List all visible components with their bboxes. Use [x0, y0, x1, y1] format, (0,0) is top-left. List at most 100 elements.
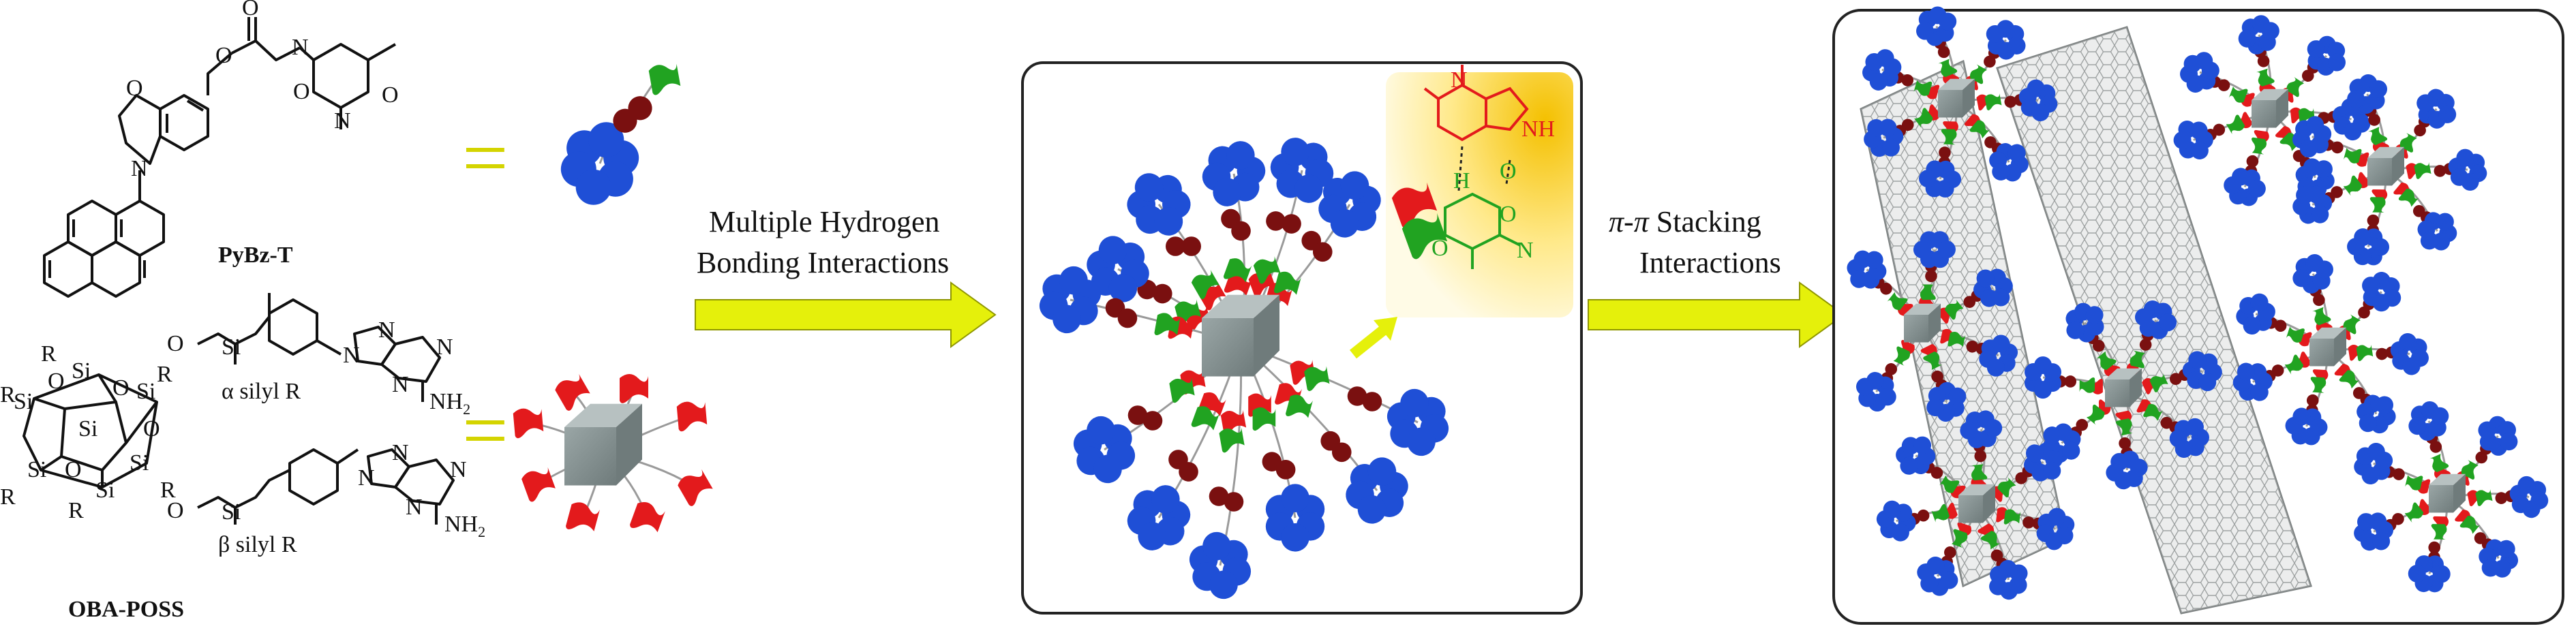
pyrene-lobe — [1209, 570, 1238, 600]
thymine-flag-shape — [2252, 137, 2267, 155]
pyrene-lobe — [1226, 141, 1255, 170]
cube-side — [1928, 303, 1941, 343]
benzoxazine-lobe — [2139, 339, 2152, 351]
thymine-flag-shape — [2284, 354, 2304, 375]
pyrene-lobe — [2314, 160, 2333, 178]
pyrene-glyph — [1926, 382, 1967, 422]
thymine-flag — [1169, 377, 1195, 403]
poss-cube — [2367, 146, 2404, 186]
pyrene-lobe — [2383, 289, 2401, 307]
benzoxazine-glyph — [1320, 431, 1352, 463]
thymine-flag-shape — [1913, 80, 1933, 96]
pyrene-glyph — [2362, 272, 2401, 312]
adenine-flag — [1224, 272, 1253, 296]
thymine-flag-shape — [1931, 503, 1950, 523]
pyrene-lobe — [1913, 436, 1932, 454]
pyrene-glyph — [1265, 484, 1325, 552]
pyrene-lobe — [2500, 433, 2518, 451]
pyrene-lobe — [2106, 463, 2124, 482]
pyrene-lobe — [1367, 457, 1397, 486]
benzoxazine-lobe — [2331, 141, 2344, 154]
thymine-flag — [1914, 108, 1933, 128]
thymine-flag — [1931, 503, 1950, 523]
benzoxazine-lobe — [2367, 214, 2380, 227]
pyrene-lobe — [1948, 387, 1967, 405]
thymine-flag — [1920, 284, 1936, 300]
pyrene-lobe — [2309, 418, 2328, 437]
pyrene-lobe — [2362, 277, 2380, 295]
thymine-flag-shape — [2086, 404, 2105, 425]
pyrene-lobe — [2195, 52, 2213, 70]
benzoxazine-lobe — [2495, 492, 2508, 504]
thymine-flag — [2405, 475, 2423, 491]
benzoxazine-glyph — [1266, 211, 1301, 234]
pyrene-glyph — [2307, 35, 2346, 76]
pi-stacking-arrow — [1588, 281, 1845, 348]
thymine-flag — [2286, 76, 2305, 97]
n-atom: N — [436, 335, 453, 360]
adenine-flag — [521, 467, 556, 502]
adenine-flag — [1248, 270, 1276, 298]
thymine-flag — [1939, 475, 1960, 493]
pyrene-glyph — [2416, 89, 2457, 129]
pyrene-lobe — [2243, 317, 2261, 335]
thymine-flag-shape — [2459, 516, 2481, 534]
n-atom: N — [343, 343, 360, 368]
thymine-flag — [2369, 197, 2386, 213]
pyrene-glyph — [2232, 362, 2273, 401]
pyrene-lobe — [2478, 421, 2496, 439]
cube-side — [616, 403, 642, 486]
thymine-flag — [1945, 299, 1964, 320]
pyrene-lobe — [2045, 532, 2063, 550]
pyrene-lobe — [2372, 238, 2390, 256]
thymine-flag-shape — [1223, 258, 1252, 283]
benzoxazine-lobe — [1966, 340, 1979, 353]
pyrene-lobe — [1202, 531, 1231, 561]
poss-cube — [2105, 368, 2142, 407]
pyrene-lobe — [1855, 377, 1874, 396]
adenine-flag-shape — [620, 374, 648, 403]
thymine-flag — [2115, 418, 2133, 436]
pyrene-glyph — [560, 122, 639, 205]
adenine-flag — [1290, 360, 1316, 385]
thymine-flag-shape — [1169, 377, 1195, 403]
thymine-flag — [2398, 188, 2419, 207]
thymine-flag-shape — [1219, 427, 1245, 453]
thymine-flag-shape — [2398, 188, 2419, 207]
pyrene-lobe — [1087, 416, 1115, 445]
thymine-flag-shape — [1948, 332, 1966, 347]
benzoxazine-lobe — [1331, 442, 1352, 463]
benzoxazine-lobe — [1939, 146, 1951, 159]
thymine-flag-shape — [1286, 394, 1313, 418]
n-atom: N — [378, 317, 395, 343]
inset-adenine-n: N — [1451, 67, 1468, 93]
thymine-flag — [2339, 370, 2360, 389]
pyrene-lobe — [2432, 565, 2451, 583]
pyrene-lobe — [1294, 174, 1323, 203]
thymine-flag-shape — [1273, 271, 1301, 295]
pyrene-glyph — [2169, 418, 2209, 458]
pyrene-glyph — [2478, 416, 2518, 456]
pyrene-lobe — [2175, 439, 2193, 458]
inset-adenine-thymine-cartoon — [1391, 182, 1448, 260]
pyrene-lobe — [2372, 532, 2391, 550]
pyrene-lobe — [2062, 441, 2080, 460]
benzoxazine-lobe — [2170, 373, 2182, 386]
pyrene-lobe — [1926, 399, 1945, 417]
pyrene-glyph — [1039, 266, 1102, 334]
pyrene-glyph — [1189, 531, 1252, 600]
cube-front — [1958, 495, 1983, 523]
zoom-arrow — [1350, 322, 1391, 359]
adenine-flag-shape — [555, 373, 590, 411]
pyrene-glyph — [2018, 79, 2058, 122]
thymine-flag — [2312, 307, 2331, 326]
pyrene-lobe — [1992, 335, 2010, 353]
thymine-flag-shape — [1893, 346, 1911, 366]
pyrene-lobe — [2347, 90, 2365, 108]
pyrene-lobe — [1093, 454, 1122, 484]
benzoxazine-lobe — [2004, 95, 2017, 108]
thymine-flag-shape — [2405, 475, 2423, 491]
thymine-flag-shape — [1191, 406, 1220, 431]
thymine-flag-shape — [1887, 292, 1908, 311]
thymine-flag-shape — [2343, 175, 2363, 196]
